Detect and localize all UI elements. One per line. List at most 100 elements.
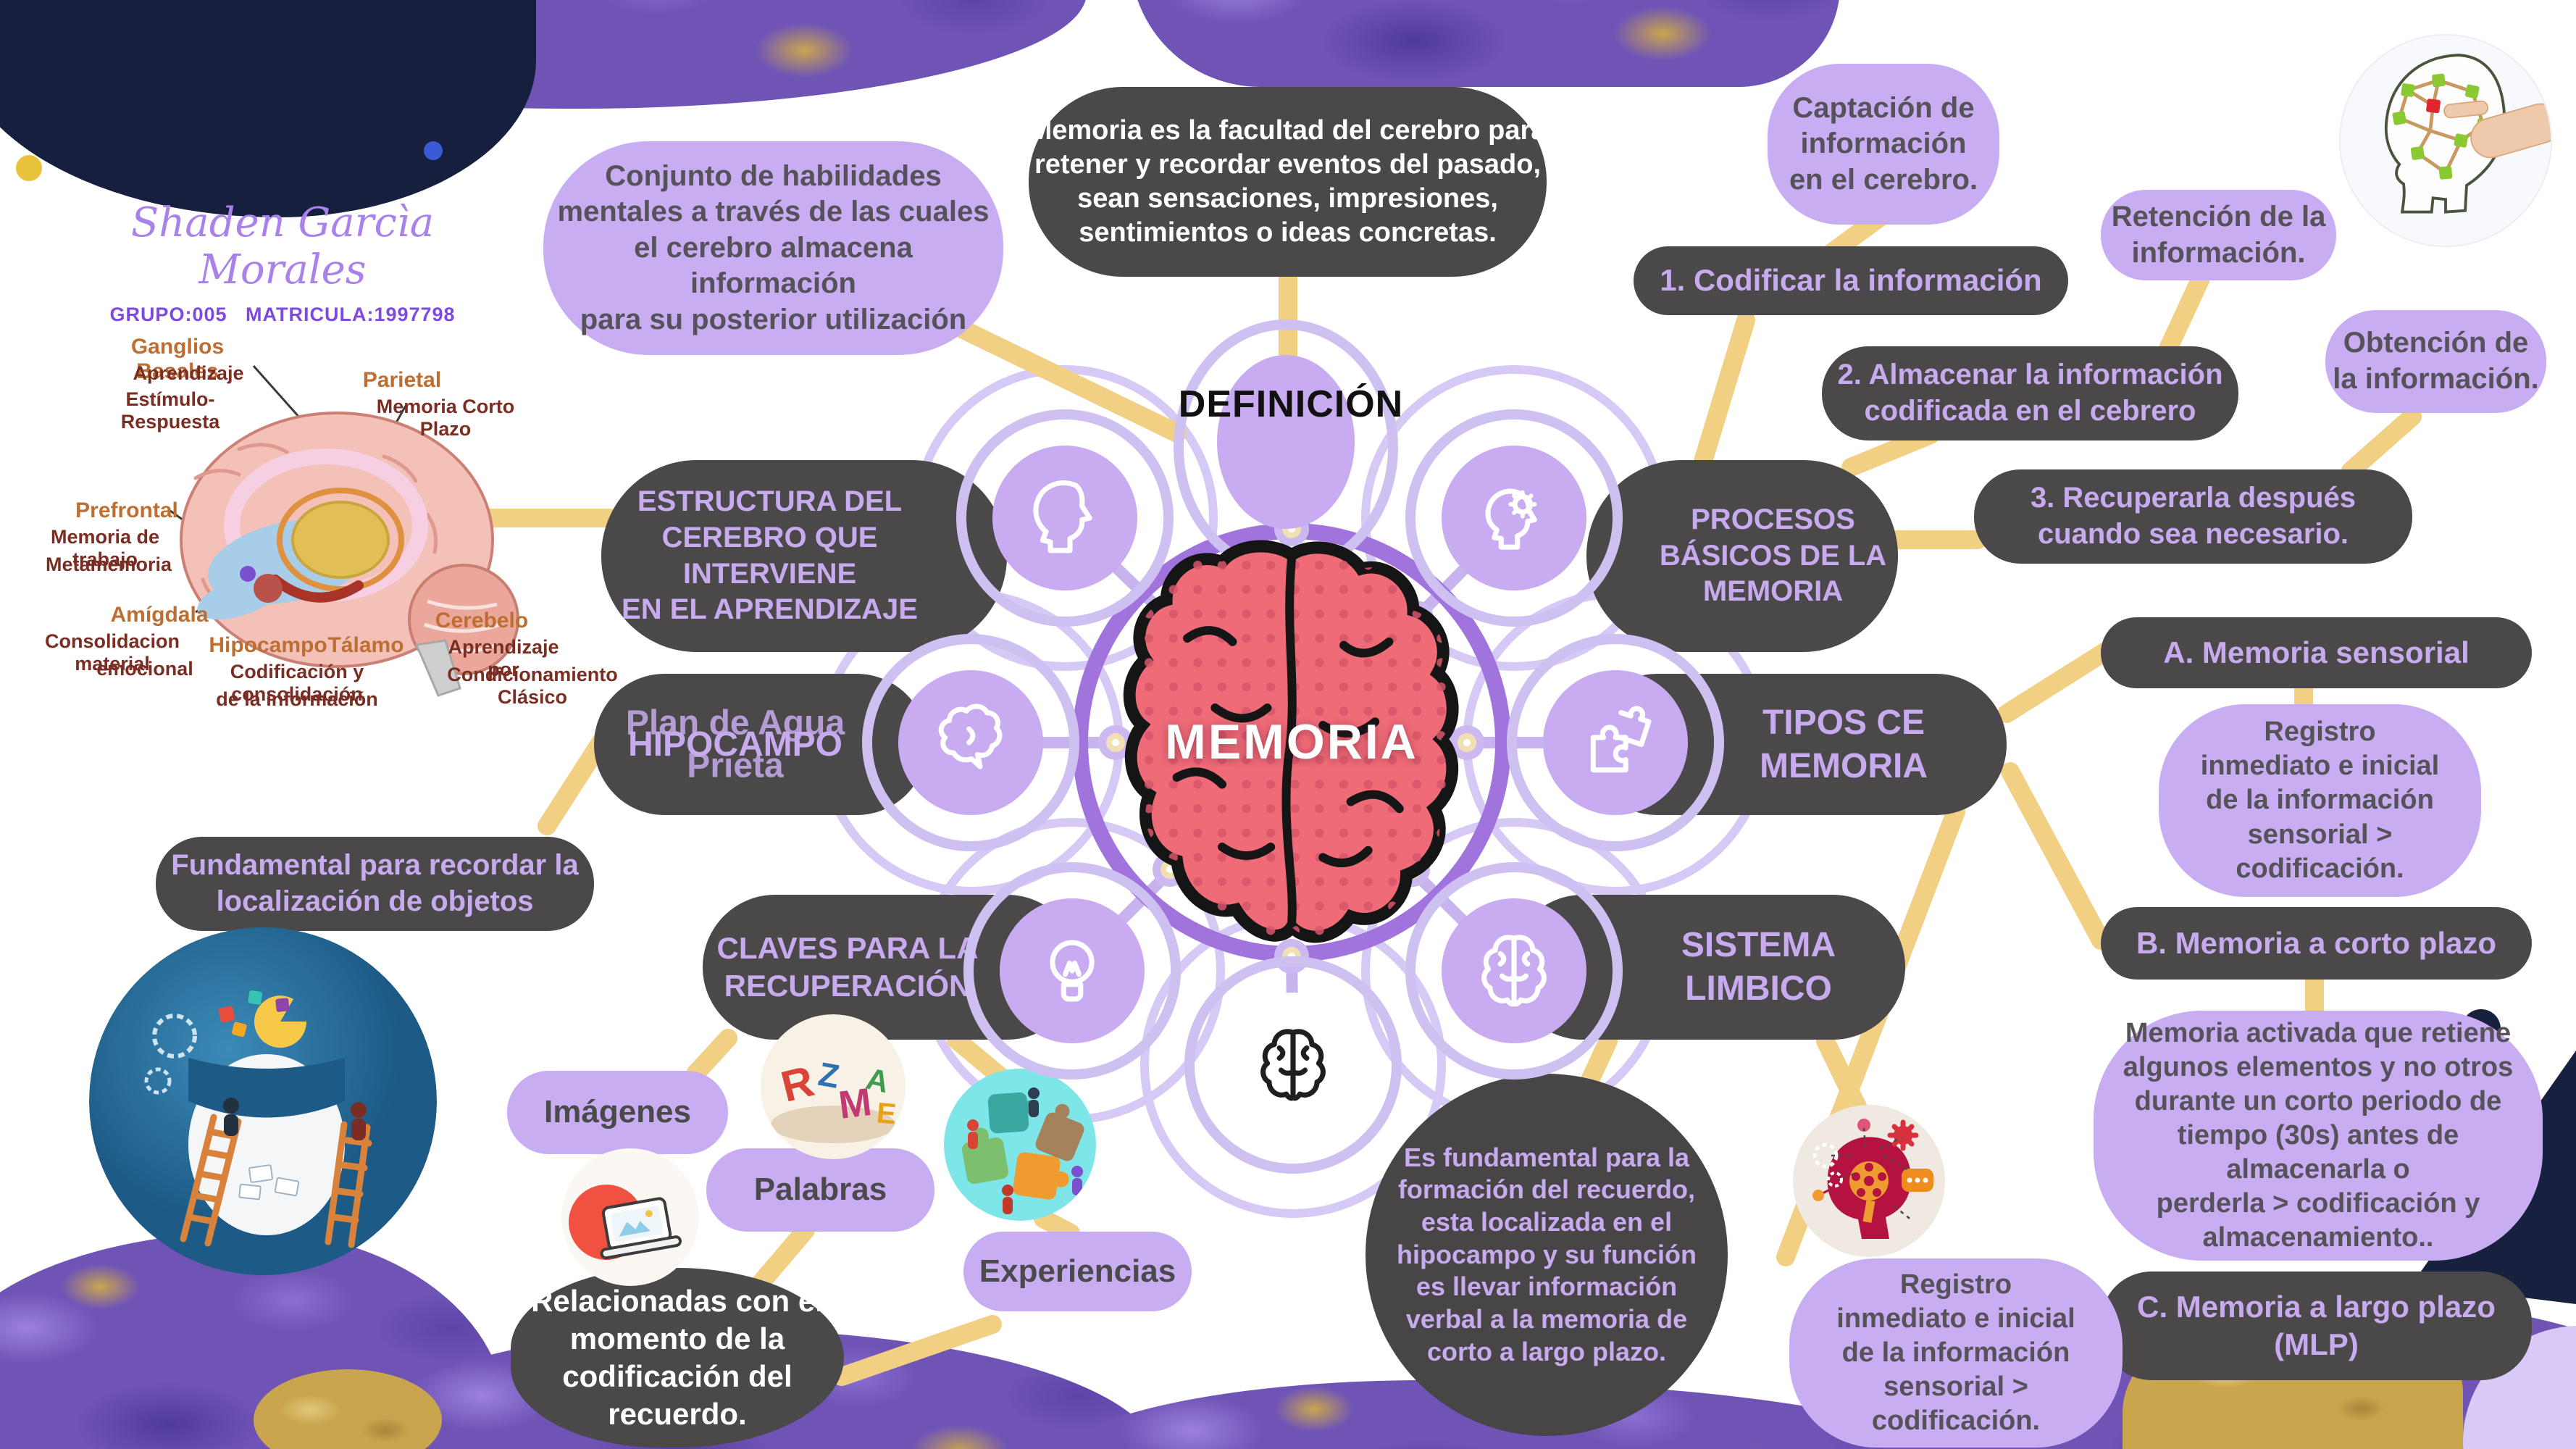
satellite-disc [898, 670, 1043, 815]
ideas-head-illustration [89, 927, 437, 1275]
tipos-title: TIPOS CE MEMORIA [1760, 703, 1928, 785]
paso1-label: 1. Codificar la información [1660, 263, 2042, 298]
letters-illustration: R Z M A E [761, 1014, 906, 1159]
hipocampo-pill: Plan de Agua Prieta HIPOCAMPO [594, 674, 927, 815]
retencion-bubble: Retención de la información. [2101, 190, 2336, 280]
paso1-pill: 1. Codificar la información [1634, 246, 2068, 315]
conjunto-text: Conjunto de habilidades mentales a travé… [557, 159, 990, 335]
palabras-pill: Palabras [706, 1148, 934, 1232]
satellite-sistema [1405, 862, 1623, 1080]
es-fundamental-circle: Es fundamental para la formación del rec… [1366, 1074, 1728, 1436]
anatomy-hipocampo-2: de la información [216, 688, 378, 710]
relacionadas-text: Relacionadas con el momento de la codifi… [531, 1283, 824, 1432]
paso3-pill: 3. Recuperarla después cuando sea necesa… [1974, 469, 2412, 564]
imagenes-pill: Imágenes [507, 1071, 728, 1154]
procesos-pill: PROCESOS BÁSICOS DE LA MEMORIA [1586, 460, 1898, 652]
obtencion-bubble: Obtención de la información. [2325, 310, 2546, 413]
anatomy-talamo-title: Tálamo [327, 633, 404, 657]
lightbulb-icon [1050, 940, 1095, 1002]
head-gears-illustration [1793, 1105, 1945, 1257]
head-network-illustration [2341, 36, 2551, 246]
blue-dot [424, 141, 443, 160]
paso2-pill: 2. Almacenar la información codificada e… [1822, 346, 2238, 440]
letters-image: R Z M A E [761, 1014, 906, 1159]
claves-title: CLAVES PARA LA RECUPERACIÓN [716, 930, 979, 1003]
registro-a-bubble: Registro inmediato e inicial de la infor… [2159, 704, 2481, 897]
laptop-image [561, 1148, 699, 1286]
tipo-a-label: A. Memoria sensorial [2163, 635, 2470, 669]
satellite-disc [992, 446, 1137, 590]
registro-a-text: Registro inmediato e inicial de la infor… [2200, 717, 2440, 884]
obtencion-text: Obtención de la información. [2333, 327, 2539, 395]
paso3-label: 3. Recuperarla después cuando sea necesa… [2030, 482, 2357, 550]
tipo-b-pill: B. Memoria a corto plazo [2101, 907, 2532, 980]
estructura-pill: ESTRUCTURA DEL CEREBRO QUE INTERVIENE EN… [601, 460, 1007, 652]
anatomy-amigdala-2: emocional [96, 658, 193, 680]
captacion-text: Captación de información en el cerebro. [1789, 91, 1978, 196]
procesos-title: PROCESOS BÁSICOS DE LA MEMORIA [1659, 504, 1887, 608]
puzzle-people-image [944, 1069, 1096, 1221]
head-network-image [2339, 34, 2552, 247]
memoria-title: MEMORIA [1165, 714, 1418, 769]
relacionadas-blob: Relacionadas con el momento de la codifi… [511, 1268, 844, 1448]
svg-text:M: M [836, 1080, 874, 1127]
anatomy-ganglios-title: Ganglios Basales [130, 335, 225, 383]
author-meta: GRUPO:005 MATRICULA:1997798 [109, 304, 456, 325]
satellite-claves [963, 862, 1181, 1080]
definicion-label-wrap: DEFINICIÓN [1161, 383, 1421, 426]
brain-top-icon [1481, 935, 1547, 1007]
head-icon [1033, 480, 1092, 554]
paso2-label: 2. Almacenar la información codificada e… [1837, 359, 2223, 427]
definicion-text: Memoria es la facultad del cerebro para … [1029, 114, 1547, 249]
anatomy-ganglios-2: Estímulo-Respuesta [120, 388, 220, 433]
anatomy-prefrontal-title: Prefrontal [75, 498, 178, 522]
satellite-disc [1442, 446, 1586, 590]
fundamental-pill: Fundamental para recordar la localizació… [156, 837, 594, 931]
tipo-c-label: C. Memoria a largo plazo (MLP) [2137, 1289, 2496, 1361]
central-brain: MEMORIA [1118, 525, 1465, 960]
anatomy-parietal-1: Memoria Corto Plazo [376, 396, 515, 440]
gold-patch-left [254, 1369, 442, 1449]
palabras-label: Palabras [753, 1172, 887, 1208]
tiny-figure [223, 1098, 239, 1136]
tipo-b-label: B. Memoria a corto plazo [2136, 925, 2497, 960]
satellite-bottom [1184, 956, 1402, 1174]
anatomy-hipocampo-title: Hipocampo [209, 633, 327, 657]
hipocampo-title: HIPOCAMPO [627, 724, 842, 764]
anatomy-prefrontal-1: Memoria de trabajo [50, 526, 160, 570]
es-fundamental-text: Es fundamental para la formación del rec… [1396, 1142, 1697, 1366]
conjunto-bubble: Conjunto de habilidades mentales a travé… [543, 141, 1003, 355]
ideas-head-image [89, 927, 437, 1275]
definicion-ellipse [1217, 355, 1355, 529]
anatomy-cereb-1: Aprendizaje por [448, 636, 559, 680]
experiencias-pill: Experiencias [963, 1232, 1192, 1311]
sistema-title: SISTEMA LIMBICO [1681, 926, 1836, 1008]
retencion-text: Retención de la información. [2111, 200, 2326, 269]
satellite-disc [1000, 898, 1145, 1043]
svg-text:E: E [875, 1097, 897, 1130]
puzzle-people-illustration [944, 1069, 1096, 1221]
anatomy-amigdala-title: Amígdala [110, 603, 209, 627]
satellite-tipos [1507, 634, 1724, 851]
anatomy-amigdala-1: Consolidacion material [44, 630, 180, 675]
yellow-dot [16, 155, 42, 181]
registro-c-bubble: Registro inmediato e inicial de la infor… [1789, 1258, 2123, 1448]
anatomy-cerebelo-title: Cerebelo [435, 609, 529, 632]
tipo-c-pill: C. Memoria a largo plazo (MLP) [2101, 1271, 2532, 1380]
anatomy-brain-illustration [180, 412, 519, 697]
satellite-estructura [956, 409, 1174, 627]
satellite-disc [1221, 993, 1366, 1137]
estructura-title: ESTRUCTURA DEL CEREBRO QUE INTERVIENE EN… [622, 485, 918, 626]
marble-top-center [1130, 0, 1840, 87]
anatomy-prefrontal-2: Metamemoria [45, 554, 172, 575]
anatomy-hipocampo-1: Codificación y consolidación [230, 661, 364, 705]
puzzle-icon [1590, 706, 1652, 773]
anatomy-parietal-title: Parietal [362, 368, 442, 392]
definicion-label: DEFINICIÓN [1178, 383, 1404, 425]
satellite-disc [1442, 898, 1586, 1043]
definicion-bubble: Memoria es la facultad del cerebro para … [1029, 87, 1547, 277]
registro-c-text: Registro inmediato e inicial de la infor… [1836, 1269, 2075, 1437]
memoria-activada-text: Memoria activada que retiene algunos ele… [2123, 1017, 2514, 1253]
author-name: Shaden Garcìa Morales [130, 199, 435, 293]
